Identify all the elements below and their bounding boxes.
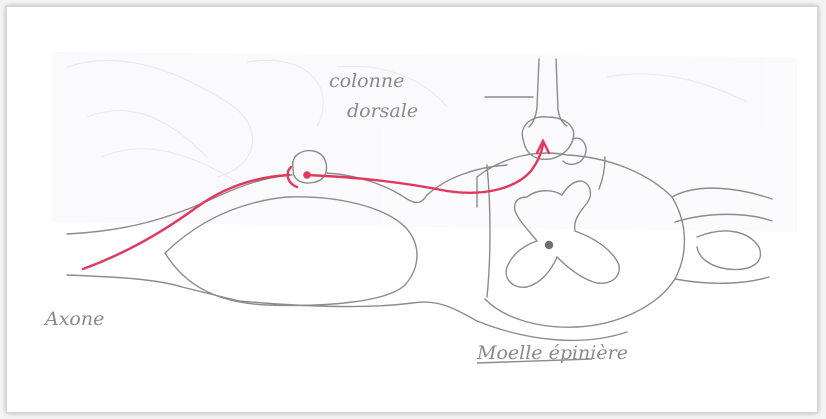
label-dorsal-column-line1: colonne [329,70,404,92]
figure-frame: colonne dorsale Axone Moelle épinière [6,6,818,413]
label-dorsal-column-line2: dorsale [347,100,418,122]
label-spinal-cord: Moelle épinière [476,342,628,364]
central-canal [546,242,553,249]
background-sketch [52,52,797,232]
label-axon: Axone [43,308,104,330]
spinal-cord-diagram: colonne dorsale Axone Moelle épinière [7,7,818,413]
